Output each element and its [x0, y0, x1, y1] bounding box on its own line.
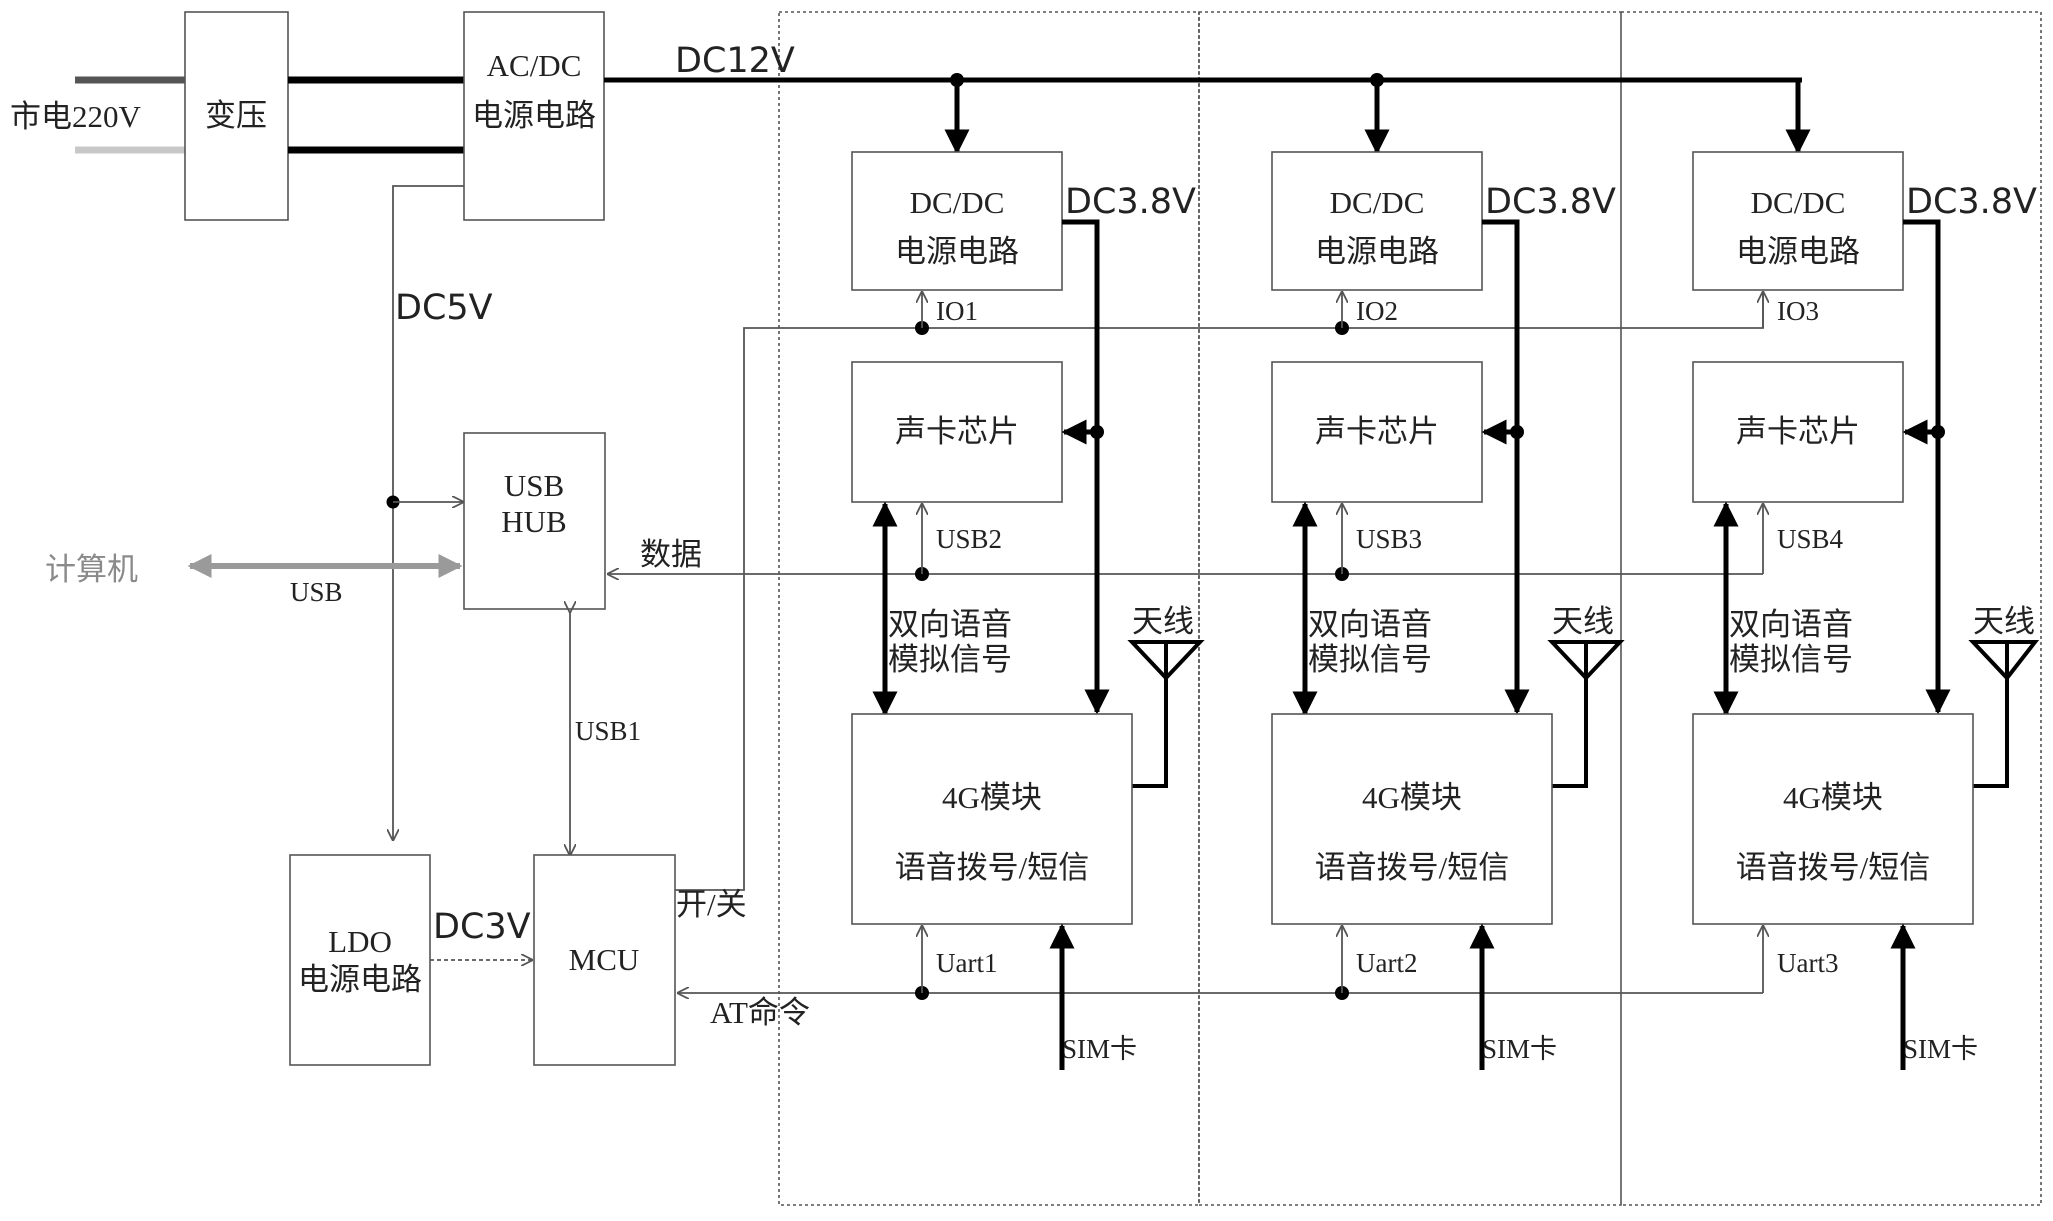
data-label: 数据: [640, 537, 702, 572]
at-command-label: AT命令: [710, 995, 810, 1030]
module-box: [1271, 713, 1553, 925]
switch-bus: [675, 294, 1764, 891]
dcdc-label-1: DC/DC: [910, 185, 1005, 220]
usb1-label: USB1: [575, 716, 641, 746]
sim-label: SIM卡: [1062, 1034, 1137, 1064]
dcdc-box: [1692, 151, 1904, 291]
mcu-label: MCU: [569, 942, 640, 977]
module-label-2: 语音拨号/短信: [895, 850, 1090, 885]
acdc-box: [463, 11, 605, 221]
voice-label-1: 双向语音: [888, 607, 1012, 642]
voice-label-1: 双向语音: [1729, 607, 1853, 642]
voice-label-2: 模拟信号: [888, 642, 1012, 677]
antenna-label: 天线: [1973, 604, 2035, 639]
module-label-1: 4G模块: [1783, 780, 1883, 815]
usb-label: USB2: [936, 524, 1002, 554]
dcdc-box: [1271, 151, 1483, 291]
usb-hub-label-1: USB: [504, 468, 564, 503]
ldo-label-2: 电源电路: [298, 962, 422, 997]
dc5v-label: DC5V: [395, 288, 493, 328]
dc38v-label: DC3.8V: [1906, 182, 2037, 222]
channel-cell-1: [778, 11, 1200, 1206]
channel-1: DC/DC 电源电路 DC3.8V IO1 声卡芯片 双向语音 模拟信号 USB…: [851, 73, 1205, 1070]
mains-label: 市电220V: [10, 99, 141, 134]
dc3v-label: DC3V: [433, 907, 531, 947]
antenna-label: 天线: [1132, 604, 1194, 639]
dc38v-line: [1062, 219, 1110, 715]
soundcard-box: [851, 361, 1063, 503]
sim-label: SIM卡: [1903, 1034, 1978, 1064]
module-label-2: 语音拨号/短信: [1315, 850, 1510, 885]
channel-3: DC/DC 电源电路 DC3.8V IO3 声卡芯片 双向语音 模拟信号 USB…: [1692, 80, 2040, 1070]
module-label-1: 4G模块: [1362, 780, 1462, 815]
channel-2: DC/DC 电源电路 DC3.8V IO2 声卡芯片 双向语音 模拟信号 USB…: [1271, 73, 1625, 1070]
antenna-icon: [1127, 640, 1205, 788]
usb-label: USB4: [1777, 524, 1844, 554]
uart-label: Uart2: [1356, 948, 1417, 978]
dc12v-label: DC12V: [675, 41, 795, 81]
ldo-box: [289, 854, 431, 1066]
dc38v-line: [1482, 219, 1530, 715]
module-box: [851, 713, 1133, 925]
switch-label: 开/关: [676, 887, 747, 922]
io-label: IO3: [1777, 296, 1819, 326]
antenna-icon: [1968, 640, 2040, 788]
dc38v-line: [1903, 219, 1951, 715]
dc5v-line: [393, 185, 464, 840]
dc38v-label: DC3.8V: [1485, 182, 1616, 222]
voice-label-2: 模拟信号: [1729, 642, 1853, 677]
voice-label-1: 双向语音: [1308, 607, 1432, 642]
ldo-label-1: LDO: [328, 924, 392, 959]
computer-label: 计算机: [45, 552, 138, 587]
acdc-label-2: 电源电路: [472, 98, 596, 133]
transformer-label: 变压: [205, 98, 267, 133]
module-box: [1692, 713, 1974, 925]
dcdc-label-2: 电源电路: [1736, 234, 1860, 269]
antenna-label: 天线: [1552, 604, 1614, 639]
usb-label: USB3: [1356, 524, 1422, 554]
soundcard-label: 声卡芯片: [1736, 414, 1860, 449]
dcdc-label-1: DC/DC: [1751, 185, 1846, 220]
dcdc-box: [851, 151, 1063, 291]
transformer-box: [184, 11, 289, 221]
channel-cell-3: [1620, 11, 2042, 1206]
soundcard-box: [1692, 361, 1904, 503]
usb-hub-label-2: HUB: [501, 504, 566, 539]
io-label: IO1: [936, 296, 978, 326]
uart-label: Uart3: [1777, 948, 1838, 978]
dc38v-label: DC3.8V: [1065, 182, 1196, 222]
soundcard-box: [1271, 361, 1483, 503]
dcdc-label-1: DC/DC: [1330, 185, 1425, 220]
module-label-2: 语音拨号/短信: [1736, 850, 1931, 885]
soundcard-label: 声卡芯片: [1315, 414, 1439, 449]
dcdc-label-2: 电源电路: [1315, 234, 1439, 269]
io-label: IO2: [1356, 296, 1398, 326]
dc12v-junction: [950, 73, 964, 87]
voice-label-2: 模拟信号: [1308, 642, 1432, 677]
uart-label: Uart1: [936, 948, 997, 978]
acdc-label-1: AC/DC: [487, 48, 582, 83]
module-label-1: 4G模块: [942, 780, 1042, 815]
usb-hub-box: [463, 432, 606, 610]
channel-cell-2: [1198, 11, 1622, 1206]
mcu-box: [533, 854, 676, 1066]
sim-label: SIM卡: [1482, 1034, 1557, 1064]
soundcard-label: 声卡芯片: [895, 414, 1019, 449]
antenna-icon: [1547, 640, 1625, 788]
dcdc-label-2: 电源电路: [895, 234, 1019, 269]
dc12v-junction: [1370, 73, 1384, 87]
usb-link-label: USB: [290, 577, 343, 607]
